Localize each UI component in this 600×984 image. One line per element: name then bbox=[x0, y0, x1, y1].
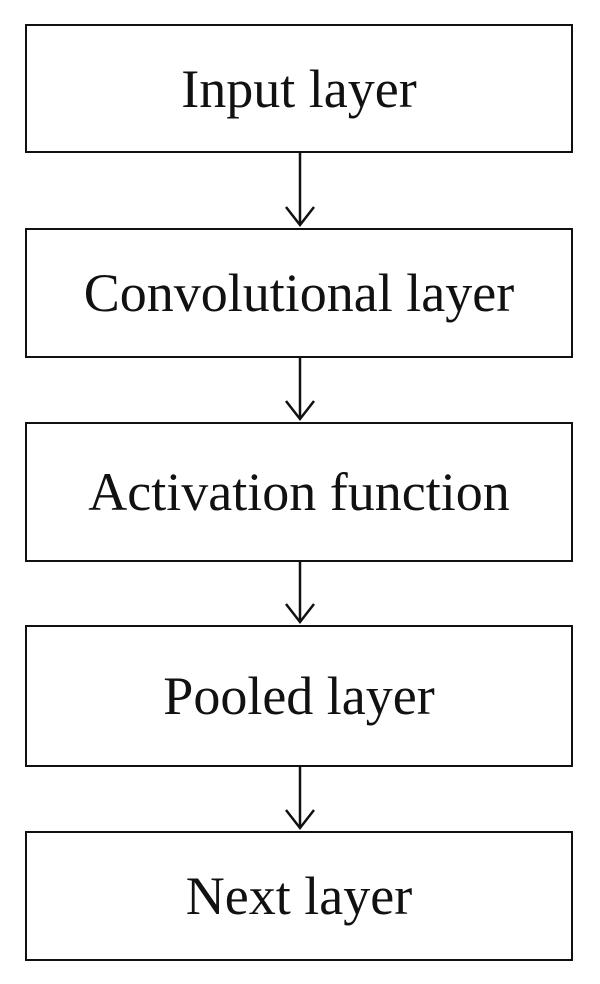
step-box-activation-function: Activation function bbox=[25, 422, 573, 562]
arrow-down-icon bbox=[285, 358, 315, 422]
step-box-next-layer: Next layer bbox=[25, 831, 573, 961]
step-box-convolutional-layer: Convolutional layer bbox=[25, 228, 573, 358]
step-label: Activation function bbox=[88, 462, 510, 522]
step-label: Input layer bbox=[181, 58, 417, 119]
arrow-down-icon bbox=[285, 767, 315, 831]
step-label: Next layer bbox=[185, 866, 413, 926]
step-box-input-layer: Input layer bbox=[25, 24, 573, 153]
step-box-pooled-layer: Pooled layer bbox=[25, 625, 573, 767]
step-label: Convolutional layer bbox=[83, 263, 515, 323]
arrow-down-icon bbox=[285, 562, 315, 625]
step-label: Pooled layer bbox=[163, 666, 435, 726]
arrow-down-icon bbox=[285, 153, 315, 228]
